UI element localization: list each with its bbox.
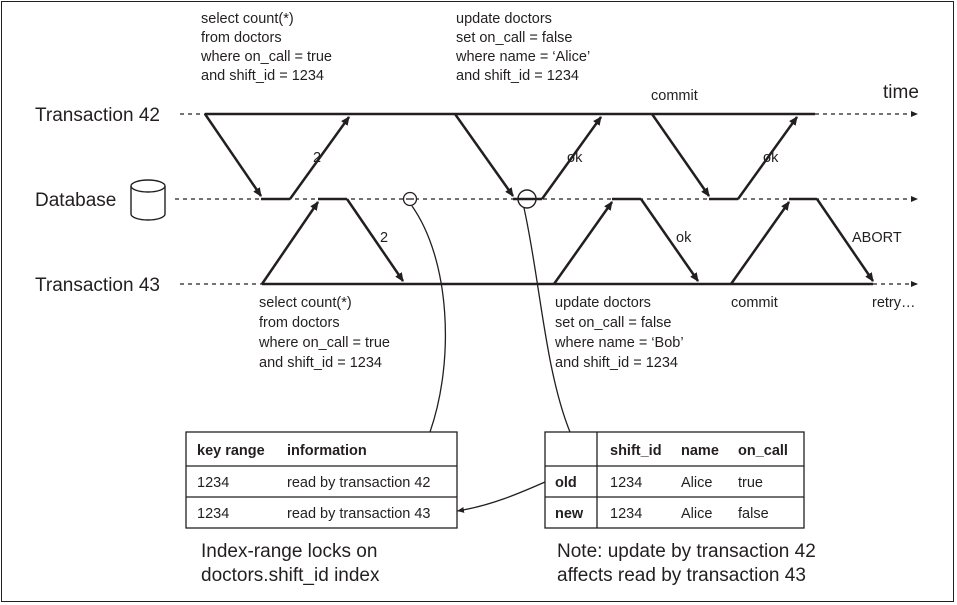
svg-text:where name = ‘Bob’: where name = ‘Bob’ [554,335,684,351]
txn42-update-request-arrow [453,113,515,197]
txn43-update-response-arrow [639,198,700,282]
svg-text:and shift_id = 1234: and shift_id = 1234 [456,68,579,84]
txn42-commit-request-arrow [650,113,711,197]
lock-table-header-key-range: key range [197,443,265,459]
txn43-label: Transaction 43 [35,275,160,296]
update-conflict-callout [523,207,571,433]
txn42-update-query: update doctors set on_call = false where… [455,11,590,84]
txn43-commit-label: commit [731,295,778,311]
svg-text:update doctors: update doctors [456,11,552,27]
svg-text:set on_call = false: set on_call = false [555,315,671,331]
txn42-commit-response-arrow [736,116,799,200]
row-table-old-shift-id: 1234 [610,475,642,491]
lock-table-caption-1: Index-range locks on [201,541,377,562]
txn43-update-request-arrow [552,201,614,285]
row-table-new-shift-id: 1234 [610,506,642,522]
database-label: Database [35,190,116,211]
row-table-new-label: new [555,506,584,522]
txn43-abort-response-arrow [815,198,875,282]
row-table-header-name: name [681,443,719,459]
txn42-response-count: 2 [313,150,321,166]
svg-text:update doctors: update doctors [555,295,651,311]
conflict-link-arrow [456,481,546,513]
index-lock-callout [411,205,446,433]
row-table-header-on-call: on_call [738,443,788,459]
row-table-caption-1: Note: update by transaction 42 [557,541,816,562]
row-table-old-name: Alice [681,475,712,491]
svg-text:select count(*): select count(*) [259,295,352,311]
txn43-response-abort: ABORT [852,230,902,246]
lock-table-header-information: information [287,443,367,459]
txn43-response-ok: ok [676,230,692,246]
svg-text:and shift_id = 1234: and shift_id = 1234 [201,68,324,84]
update-conflict-marker [517,189,537,209]
txn42-response-ok-2: ok [763,150,779,166]
lock-table-row-1-info: read by transaction 42 [287,475,430,491]
txn43-commit-request-arrow [729,201,791,285]
txn42-label: Transaction 42 [35,105,160,126]
svg-text:from doctors: from doctors [201,30,282,46]
row-table-new-name: Alice [681,506,712,522]
time-label: time [883,82,919,103]
index-lock-table: key range information 1234 read by trans… [185,431,458,529]
txn43-select-response-arrow [345,198,405,282]
svg-text:select count(*): select count(*) [201,11,294,27]
row-table-old-on-call: true [738,475,763,491]
lock-table-row-2-info: read by transaction 43 [287,506,430,522]
svg-text:from doctors: from doctors [259,315,340,331]
lock-table-caption-2: doctors.shift_id index [201,565,380,586]
svg-text:where name = ‘Alice’: where name = ‘Alice’ [455,49,590,65]
svg-text:and shift_id = 1234: and shift_id = 1234 [555,355,678,371]
txn42-response-ok-1: ok [567,150,583,166]
svg-text:where on_call = true: where on_call = true [200,49,332,65]
txn43-select-query: select count(*) from doctors where on_ca… [258,295,390,371]
svg-text:and shift_id = 1234: and shift_id = 1234 [259,355,382,371]
row-table-old-label: old [555,475,577,491]
row-table-new-on-call: false [738,506,769,522]
txn42-update-response-arrow [540,116,603,200]
txn43-update-query: update doctors set on_call = false where… [554,295,684,371]
lock-table-row-1-key: 1234 [197,475,229,491]
database-icon [130,179,166,221]
svg-text:where on_call = true: where on_call = true [258,335,390,351]
txn42-select-query: select count(*) from doctors where on_ca… [200,11,332,84]
row-table-caption-2: affects read by transaction 43 [557,565,806,586]
txn43-response-count: 2 [380,230,388,246]
txn43-select-request-arrow [260,201,320,285]
txn42-commit-label: commit [651,88,698,104]
doctor-rows-table: shift_id name on_call old 1234 Alice tru… [544,431,805,529]
lock-table-row-2-key: 1234 [197,506,229,522]
svg-text:set on_call = false: set on_call = false [456,30,572,46]
row-table-header-shift-id: shift_id [610,443,662,459]
txn42-select-request-arrow [203,113,263,197]
txn43-retry-label: retry… [872,295,916,311]
txn42-select-response-arrow [288,116,351,200]
